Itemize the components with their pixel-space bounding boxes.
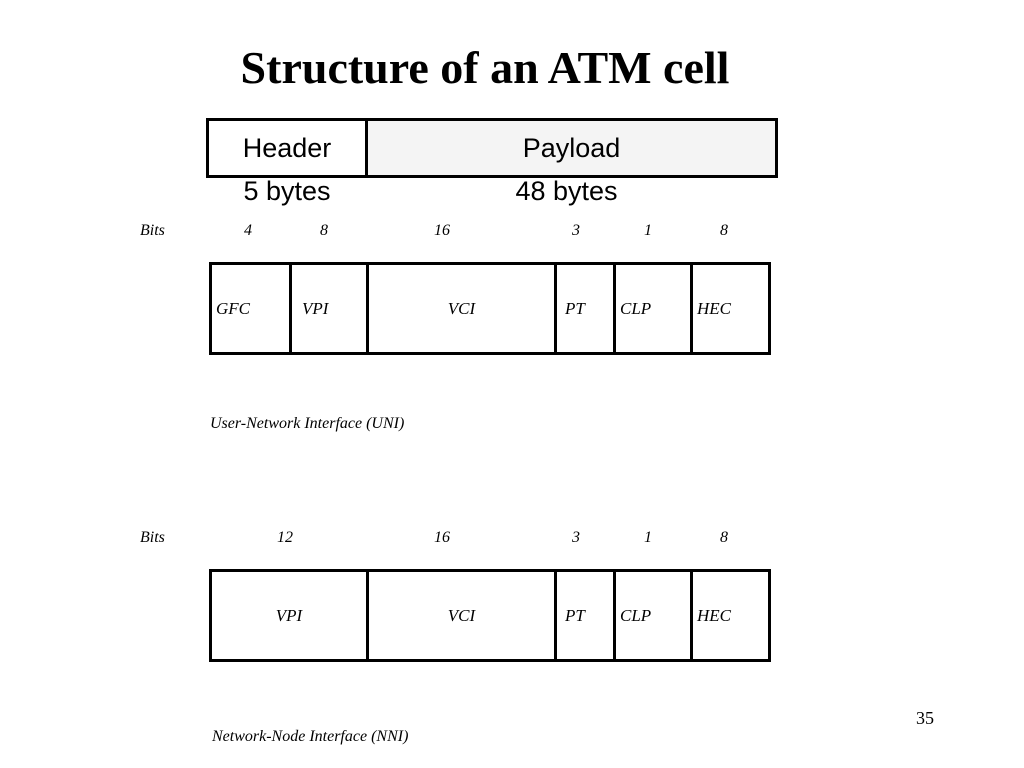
nni-field-vpi: VPI: [209, 569, 369, 662]
uni-field-gfc-label: GFC: [216, 298, 250, 318]
uni-caption: User-Network Interface (UNI): [210, 415, 405, 432]
nni-bits-hec: 8: [720, 529, 728, 546]
uni-field-vci-label: VCI: [447, 298, 476, 318]
nni-bits-label: Bits: [140, 529, 165, 546]
uni-bits-clp: 1: [644, 222, 652, 239]
nni-bits-vpi: 12: [277, 529, 293, 546]
uni-field-pt: PT: [554, 262, 616, 355]
payload-label: Payload: [522, 132, 621, 163]
slide-number: 35: [916, 708, 934, 728]
uni-bits-hec: 8: [720, 222, 728, 239]
nni-field-vci: VCI: [366, 569, 557, 662]
nni-field-hec: HEC: [690, 569, 771, 662]
nni-bits-vci: 16: [434, 529, 450, 546]
nni-bits-pt: 3: [572, 529, 580, 546]
uni-bits-pt: 3: [572, 222, 580, 239]
header-size: 5 bytes: [243, 176, 331, 206]
uni-bits-vci: 16: [434, 222, 450, 239]
uni-field-clp: CLP: [613, 262, 693, 355]
nni-bits-clp: 1: [644, 529, 652, 546]
uni-field-vci: VCI: [366, 262, 557, 355]
header-box: Header: [206, 118, 368, 178]
uni-bits-vpi: 8: [320, 222, 328, 239]
nni-field-clp: CLP: [613, 569, 693, 662]
uni-bits-label: Bits: [140, 222, 165, 239]
uni-field-gfc: GFC: [209, 262, 292, 355]
uni-field-clp-label: CLP: [620, 298, 652, 318]
nni-field-vpi-label: VPI: [275, 605, 303, 625]
nni-field-hec-label: HEC: [697, 605, 731, 625]
uni-bits-gfc: 4: [244, 222, 252, 239]
uni-field-hec-label: HEC: [697, 298, 731, 318]
payload-box: Payload: [365, 118, 778, 178]
nni-field-pt: PT: [554, 569, 616, 662]
nni-field-vci-label: VCI: [447, 605, 476, 625]
uni-field-pt-label: PT: [565, 298, 585, 318]
nni-field-clp-label: CLP: [620, 605, 652, 625]
uni-field-hec: HEC: [690, 262, 771, 355]
payload-size: 48 bytes: [515, 176, 618, 206]
header-label: Header: [242, 132, 332, 163]
slide-title: Structure of an ATM cell: [240, 42, 730, 93]
nni-field-pt-label: PT: [565, 605, 585, 625]
uni-field-vpi-label: VPI: [302, 298, 329, 318]
uni-field-vpi: VPI: [289, 262, 369, 355]
nni-caption: Network-Node Interface (NNI): [212, 728, 409, 745]
